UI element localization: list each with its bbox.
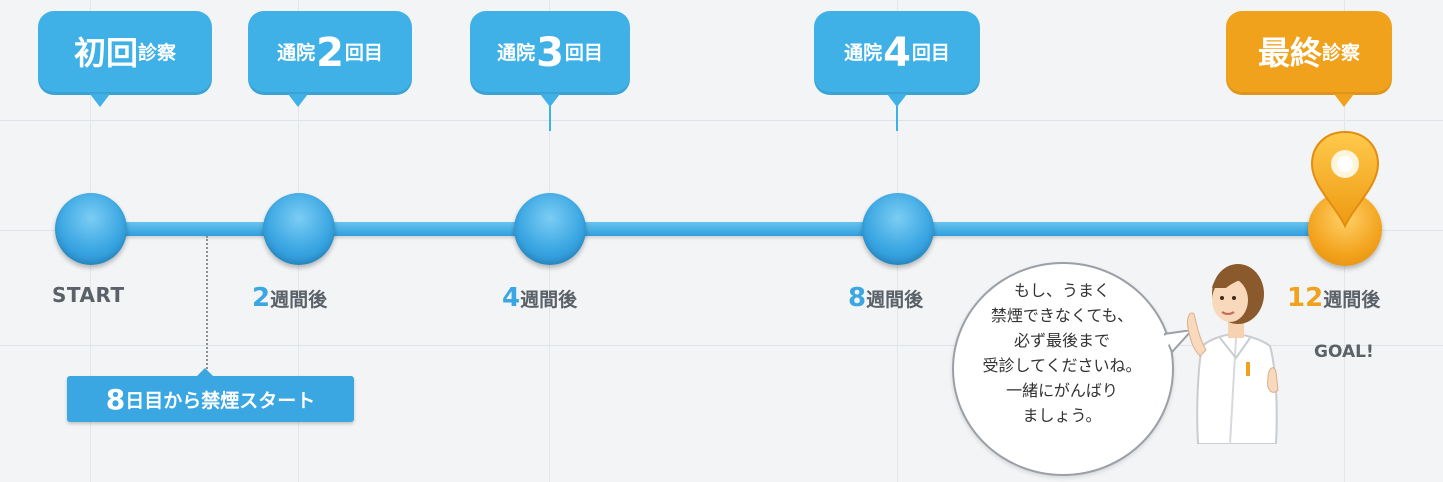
bubble-tail: [288, 94, 308, 107]
bubble-first-exam-big: 初回: [73, 34, 138, 72]
speech-bubble: [952, 262, 1174, 476]
quit-note-number: 8: [105, 382, 126, 416]
bubble-visit-2: 通院 2 回目: [248, 11, 412, 107]
bubble-tail: [540, 94, 560, 107]
doctor-illustration: [1187, 264, 1279, 444]
week8-unit: 週間後: [866, 289, 924, 311]
timeline-node-week8: [862, 193, 934, 265]
grid-line: [0, 345, 1443, 346]
speech-line: ましょう。: [1022, 406, 1102, 425]
week4-unit: 週間後: [520, 289, 578, 311]
week12-number: 12: [1287, 283, 1324, 313]
timeline-node-week2: [263, 193, 335, 265]
timeline-node-week4: [514, 193, 586, 265]
week2-unit: 週間後: [270, 289, 328, 311]
bubble-tail: [1334, 94, 1354, 107]
week2-number: 2: [252, 283, 271, 313]
speech-line: もし、うまく: [1013, 281, 1110, 300]
dotted-connector: [206, 236, 208, 376]
bubble-visit-4-pre: 通院: [844, 41, 883, 64]
bubble-visit-3-num: 3: [536, 30, 564, 76]
bubble-visit-3: 通院 3 回目: [470, 11, 630, 131]
bubble-final-exam-big: 最終: [1257, 34, 1322, 72]
bubble-visit-2-post: 回目: [344, 41, 383, 64]
bubble-visit-4-num: 4: [883, 30, 911, 76]
bubble-final-exam-small: 診察: [1322, 41, 1361, 64]
bubble-final-exam: 最終 診察: [1226, 11, 1392, 107]
map-pin-icon: [1310, 130, 1380, 229]
speech-bubble-tail: [1164, 330, 1194, 354]
speech-line: 必ず最後まで: [1013, 331, 1110, 350]
bubble-tail: [887, 94, 907, 107]
bubble-visit-4: 通院 4 回目: [814, 11, 980, 131]
bubble-stem: [549, 106, 551, 131]
bubble-visit-4-post: 回目: [911, 41, 950, 64]
speech-line: 受診してくださいね。: [982, 356, 1142, 375]
speech-line: 禁煙できなくても、: [990, 306, 1134, 325]
timeline-node-start: [55, 193, 127, 265]
bubble-visit-2-num: 2: [316, 30, 344, 76]
bubble-stem: [896, 106, 898, 131]
timeline-label-start: START: [52, 283, 125, 307]
timeline-label-week12: 12週間後: [1287, 283, 1380, 313]
timeline-label-week2: 2週間後: [252, 283, 327, 313]
week4-number: 4: [502, 283, 521, 313]
quit-note-text: 日目から禁煙スタート: [125, 389, 316, 412]
speech-text: もし、うまく 禁煙できなくても、 必ず最後まで 受診してくださいね。 一緒にがん…: [952, 278, 1172, 428]
timeline-label-week4: 4週間後: [502, 283, 577, 313]
bubble-first-exam: 初回 診察: [38, 11, 212, 107]
bubble-visit-3-pre: 通院: [497, 41, 536, 64]
bubble-visit-3-post: 回目: [564, 41, 603, 64]
timeline-label-week8: 8週間後: [848, 283, 923, 313]
speech-line: 一緒にがんばり: [1006, 381, 1118, 400]
goal-label: GOAL!: [1314, 342, 1374, 362]
timeline-track: [80, 222, 1360, 236]
week12-unit: 週間後: [1323, 289, 1381, 311]
bubble-tail: [90, 94, 110, 107]
quit-note-notch: [197, 368, 213, 376]
bubble-visit-2-pre: 通院: [277, 41, 316, 64]
week8-number: 8: [848, 283, 867, 313]
grid-line: [0, 120, 1443, 121]
bubble-first-exam-small: 診察: [138, 41, 177, 64]
